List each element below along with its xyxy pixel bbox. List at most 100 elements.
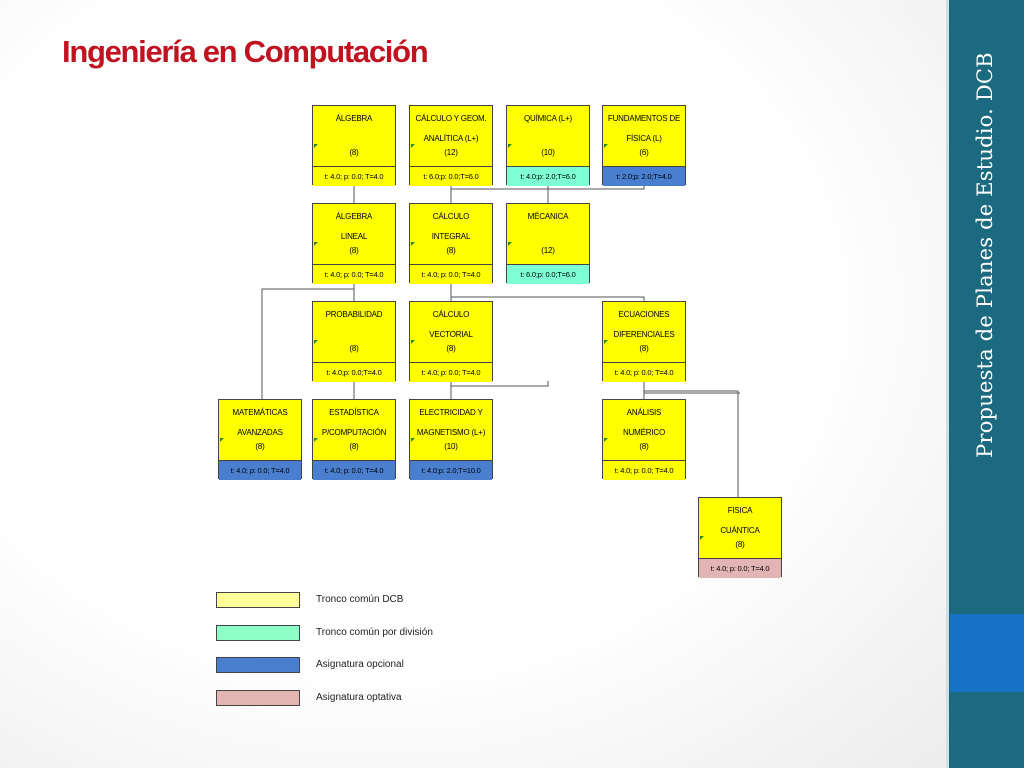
course-credits: (8)	[639, 442, 649, 451]
course-name-line1: CÁLCULO Y GEOM.	[415, 114, 487, 123]
legend-label: Asignatura opcional	[316, 659, 404, 670]
corner-marker-icon	[411, 144, 415, 148]
page-title: Ingeniería en Computación	[62, 34, 429, 69]
course-credits: (12)	[444, 148, 458, 157]
course-box: QUÍMICA (L+) (10) t: 4.0;p: 2.0;T=6.0	[506, 105, 590, 186]
sidebar-caption: Propuesta de Planes de Estudio. DCB	[946, 0, 1024, 768]
course-credits: (8)	[446, 246, 456, 255]
connector-line	[261, 283, 355, 400]
legend-label: Asignatura optativa	[316, 692, 402, 703]
course-name-line1: ÁLGEBRA	[335, 114, 373, 123]
course-name-line2: ANALÍTICA (L+)	[423, 134, 479, 143]
course-name-line2: INTEGRAL	[431, 232, 471, 241]
course-name-line1: ELECTRICIDAD Y	[419, 408, 483, 417]
corner-marker-icon	[508, 242, 512, 246]
corner-marker-icon	[411, 438, 415, 442]
course-box: MÉCANICA (12) t: 6.0;p: 0.0;T=6.0	[506, 203, 590, 284]
course-credits: (8)	[349, 344, 359, 353]
course-box: CÁLCULO VECTORIAL (8) t: 4.0; p: 0.0; T=4.…	[409, 301, 493, 382]
course-box: ÁLGEBRA LINEAL (8) t: 4.0; p: 0.0; T=4.0	[312, 203, 396, 284]
course-credits: (8)	[349, 246, 359, 255]
corner-marker-icon	[314, 340, 318, 344]
course-hours: t: 4.0; p: 0.0; T=4.0	[699, 558, 781, 578]
legend-swatch-dcb	[216, 592, 300, 608]
connector-line	[451, 296, 645, 301]
course-hours: t: 6.0;p: 0.0;T=6.0	[507, 264, 589, 284]
course-name-line1: CÁLCULO	[432, 212, 470, 221]
course-name-line1: FISICA	[727, 506, 753, 515]
course-hours: t: 4.0;p: 0.0;T=4.0	[313, 362, 395, 382]
course-credits: (12)	[541, 246, 555, 255]
connector-line	[451, 381, 549, 387]
course-name-line2: FÍSICA (L)	[626, 134, 662, 143]
legend-label: Tronco común DCB	[316, 594, 404, 605]
course-credits: (8)	[349, 148, 359, 157]
course-credits: (8)	[349, 442, 359, 451]
course-hours: t: 6.0;p: 0.0;T=6.0	[410, 166, 492, 186]
course-name-line2: DIFERENCIALES	[613, 330, 675, 339]
course-box: CÁLCULO INTEGRAL (8) t: 4.0; p: 0.0; T=4.0	[409, 203, 493, 284]
course-name-line2: CUÁNTICA	[720, 526, 760, 535]
course-hours: t: 4.0; p: 0.0; T=4.0	[313, 264, 395, 284]
corner-marker-icon	[314, 438, 318, 442]
course-name-line1: MÉCANICA	[527, 212, 569, 221]
course-credits: (10)	[541, 148, 555, 157]
course-name-line2: P/COMPUTACIÓN	[321, 428, 387, 437]
course-name-line1: ECUACIONES	[618, 310, 670, 319]
course-hours: t: 4.0; p: 0.0; T=4.0	[603, 362, 685, 382]
course-hours: t: 4.0;p: 2.0;T=6.0	[507, 166, 589, 186]
prerequisite-connectors	[261, 185, 740, 497]
corner-marker-icon	[314, 242, 318, 246]
course-name-line1: PROBABILIDAD	[325, 310, 383, 319]
course-name-line1: CÁLCULO	[432, 310, 470, 319]
corner-marker-icon	[604, 340, 608, 344]
course-name-line2: AVANZADAS	[237, 428, 283, 437]
course-hours: t: 4.0; p: 0.0; T=4.0	[219, 460, 301, 480]
course-name-line1: QUÍMICA (L+)	[523, 114, 573, 123]
course-hours: t: 4.0; p: 0.0; T=4.0	[603, 460, 685, 480]
sidebar-divider	[946, 0, 949, 768]
course-box: FUNDAMENTOS DE FÍSICA (L) (6) t: 2.0;p: 2.…	[602, 105, 686, 186]
legend-swatch-division	[216, 625, 300, 641]
course-hours: t: 2.0;p: 2.0;T=4.0	[603, 166, 685, 186]
course-box: PROBABILIDAD (8) t: 4.0;p: 0.0;T=4.0	[312, 301, 396, 382]
course-box: FISICA CUÁNTICA (8) t: 4.0; p: 0.0; T=4.0	[698, 497, 782, 578]
course-hours: t: 4.0; p: 0.0; T=4.0	[313, 460, 395, 480]
corner-marker-icon	[220, 438, 224, 442]
course-box: ANÁLISIS NUMÉRICO (8) t: 4.0; p: 0.0; T=4.…	[602, 399, 686, 480]
course-name-line1: ÁLGEBRA	[335, 212, 373, 221]
course-name-line1: ESTADÍSTICA	[329, 408, 379, 417]
course-box: CÁLCULO Y GEOM. ANALÍTICA (L+) (12) t: 6.0…	[409, 105, 493, 186]
course-hours: t: 4.0; p: 0.0; T=4.0	[410, 362, 492, 382]
course-name-line2: MAGNETISMO (L+)	[416, 428, 486, 437]
corner-marker-icon	[411, 242, 415, 246]
course-credits: (6)	[639, 148, 649, 157]
course-box: ESTADÍSTICA P/COMPUTACIÓN (8) t: 4.0; p: 0…	[312, 399, 396, 480]
connector-line	[548, 185, 645, 190]
corner-marker-icon	[314, 144, 318, 148]
course-credits: (8)	[446, 344, 456, 353]
legend-swatch-opcional	[216, 657, 300, 673]
course-credits: (8)	[639, 344, 649, 353]
course-credits: (8)	[735, 540, 745, 549]
course-hours: t: 4.0; p: 0.0; T=4.0	[410, 264, 492, 284]
course-name-line2: NUMÉRICO	[623, 428, 665, 437]
sidebar-accent-block	[950, 614, 1024, 692]
corner-marker-icon	[411, 340, 415, 344]
corner-marker-icon	[700, 536, 704, 540]
corner-marker-icon	[604, 438, 608, 442]
course-hours: t: 4.0;p: 2.0;T=10.0	[410, 460, 492, 480]
connector-line	[644, 390, 739, 497]
course-name-line2: VECTORIAL	[429, 330, 473, 339]
legend-swatch-optativa	[216, 690, 300, 706]
legend-label: Tronco común por división	[316, 627, 433, 638]
course-name-line1: ANÁLISIS	[626, 408, 662, 417]
course-box: ÁLGEBRA(8) t: 4.0; p: 0.0; T=4.0	[312, 105, 396, 186]
course-box: ECUACIONES DIFERENCIALES (8) t: 4.0; p: 0.…	[602, 301, 686, 382]
corner-marker-icon	[604, 144, 608, 148]
course-name-line1: FUNDAMENTOS DE	[607, 114, 681, 123]
course-name-line1: MATEMÁTICAS	[232, 408, 288, 417]
course-name-line2: LINEAL	[340, 232, 368, 241]
